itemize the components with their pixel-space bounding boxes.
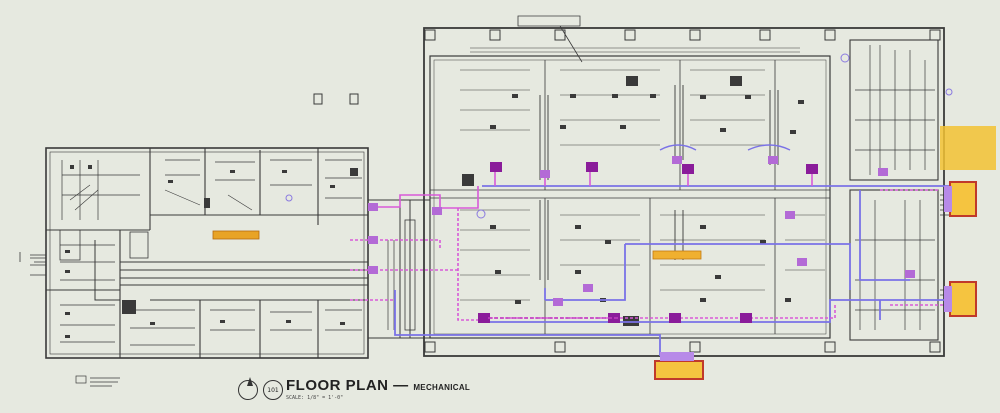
duct-fittings xyxy=(368,156,915,306)
connector-zone xyxy=(368,199,430,339)
drawing-scale-note: SCALE: 1/8" = 1'-0" xyxy=(286,395,344,401)
drawing-title-main: FLOOR PLAN xyxy=(286,377,389,394)
mechanical-room-south xyxy=(849,189,939,341)
detail-markers xyxy=(313,93,359,105)
supply-duct-network xyxy=(350,170,950,321)
exterior-unit-north xyxy=(949,181,977,217)
west-wing-outline xyxy=(45,147,369,359)
highlight-area xyxy=(940,126,996,170)
west-wing-unit-tag xyxy=(212,230,260,240)
main-building-fixtures xyxy=(462,76,804,326)
drawing-title: FLOOR PLAN — MECHANICAL xyxy=(286,377,471,394)
return-duct-network xyxy=(394,144,950,356)
west-wing-equipment-dark xyxy=(122,300,136,314)
dark-equipment-box xyxy=(462,174,474,186)
exterior-units xyxy=(654,126,996,380)
thermostat-symbols xyxy=(285,53,953,219)
view-number-bubble: 101 xyxy=(263,380,283,400)
north-arrow-icon xyxy=(238,377,258,400)
key-legend xyxy=(75,375,120,387)
drawing-title-block: 101 FLOOR PLAN — MECHANICAL SCALE: 1/8" … xyxy=(238,376,478,406)
main-area-unit-tag xyxy=(652,250,702,260)
main-building-outline xyxy=(423,27,945,357)
exterior-unit-bottom xyxy=(654,360,704,380)
mechanical-room-north xyxy=(849,39,939,181)
west-wing-fixtures xyxy=(65,165,358,338)
exterior-unit-south xyxy=(949,281,977,317)
drawing-title-suffix: MECHANICAL xyxy=(413,383,471,392)
west-wing xyxy=(19,147,369,359)
return-duct-main-south xyxy=(480,299,950,323)
